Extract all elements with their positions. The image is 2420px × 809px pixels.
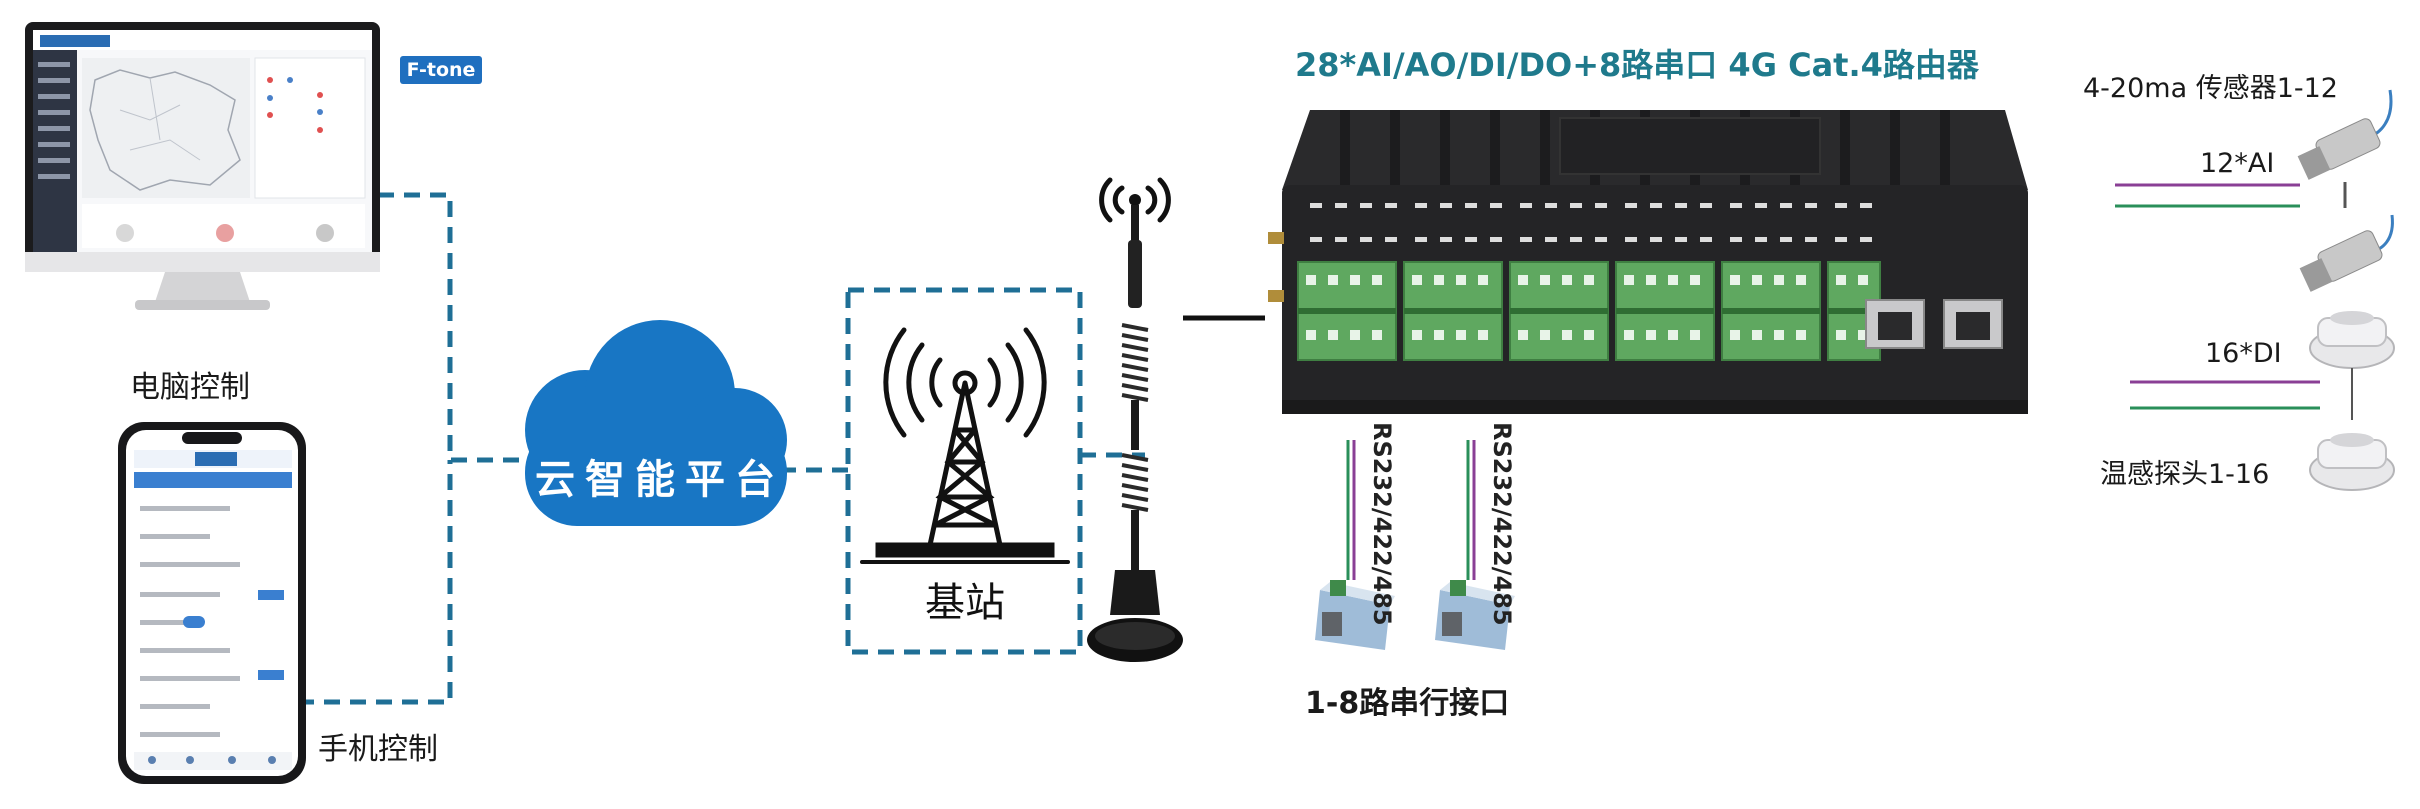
router-device [1268,110,2028,414]
antenna-icon [1087,177,1183,662]
serial-protocol-label-left: RS232/422/485 [1368,422,1396,626]
temperature-probe-label: 温感探头1-16 [2100,459,2270,490]
serial-cables [1346,440,1476,580]
temperature-probe-1 [2309,311,2395,369]
base-station-label: 基站 [925,580,1005,626]
digital-input-count: 16*DI [2205,338,2282,369]
pressure-sensor-1 [2297,89,2393,180]
mobile-phone [118,422,306,784]
network-links [298,192,1145,705]
analog-input-count: 12*AI [2200,148,2275,179]
sensor-lines [2115,183,2320,410]
phone-to-cloud-link [298,460,453,705]
ethernet-ports [1865,299,2003,349]
cloud-platform-label: 云智能平台 [535,457,785,503]
base-station-icon [860,327,1070,564]
serial-protocol-label-right: RS232/422/485 [1488,422,1516,626]
pc-to-cloud-link [378,192,520,463]
serial-converter-1 [1315,580,1395,650]
cloud-platform [525,320,787,526]
temperature-probe-2 [2309,433,2395,491]
router-title: 28*AI/AO/DI/DO+8路串口 4G Cat.4路由器 [1295,46,1979,84]
terminal-blocks [1297,261,1881,361]
pressure-sensor-2 [2299,214,2394,292]
serial-interface-label: 1-8路串行接口 [1305,686,1510,721]
brand-logo: F-tone [400,56,482,84]
desktop-monitor [25,22,380,310]
station-frame [845,287,1083,655]
phone-control-label: 手机控制 [318,732,438,767]
pc-control-label: 电脑控制 [130,370,250,405]
analog-sensor-label: 4-20ma 传感器1-12 [2083,73,2338,104]
serial-converter-2 [1435,580,1515,650]
